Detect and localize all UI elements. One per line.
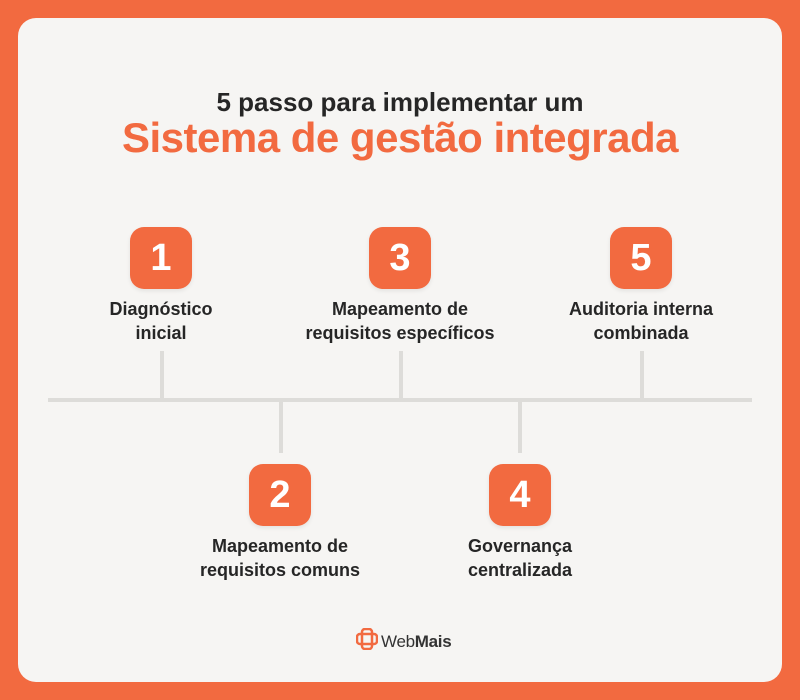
step-2-label-line2: requisitos comuns [199, 560, 361, 580]
logo-prefix: Web [381, 631, 415, 651]
webmais-logo-icon [355, 627, 379, 655]
step-4-connector [518, 401, 522, 453]
step-1-connector [160, 351, 164, 399]
step-2-connector [279, 401, 283, 453]
step-5-label: Auditoria interna combinada [521, 297, 761, 345]
step-3-connector [399, 351, 403, 399]
step-5-connector [640, 351, 644, 399]
step-2-badge: 2 [249, 464, 311, 526]
step-4-label-line1: Governança [467, 536, 573, 556]
infographic-subtitle: 5 passo para implementar um [216, 87, 584, 117]
step-3-label: Mapeamento de requisitos específicos [280, 297, 520, 345]
timeline-line [48, 398, 752, 402]
step-2-label: Mapeamento de requisitos comuns [160, 534, 400, 582]
infographic-card [18, 18, 782, 682]
step-1-label: Diagnóstico inicial [41, 297, 281, 345]
webmais-logo-text: WebMais [381, 631, 452, 652]
webmais-logo: WebMais [355, 627, 452, 655]
step-1-label-line1: Diagnóstico [109, 299, 213, 319]
step-3-label-line1: Mapeamento de [331, 299, 469, 319]
step-3-label-line2: requisitos específicos [305, 323, 495, 343]
step-4-label-line2: centralizada [467, 560, 573, 580]
step-5-label-line2: combinada [593, 323, 689, 343]
step-3-badge: 3 [369, 227, 431, 289]
logo-suffix: Mais [414, 631, 452, 651]
infographic-title: Sistema de gestão integrada [121, 114, 679, 161]
step-1-label-line2: inicial [135, 323, 187, 343]
step-4-badge: 4 [489, 464, 551, 526]
step-5-label-line1: Auditoria interna [568, 299, 713, 319]
step-4-label: Governança centralizada [400, 534, 640, 582]
step-5-badge: 5 [610, 227, 672, 289]
step-2-label-line1: Mapeamento de [211, 536, 349, 556]
step-1-badge: 1 [130, 227, 192, 289]
